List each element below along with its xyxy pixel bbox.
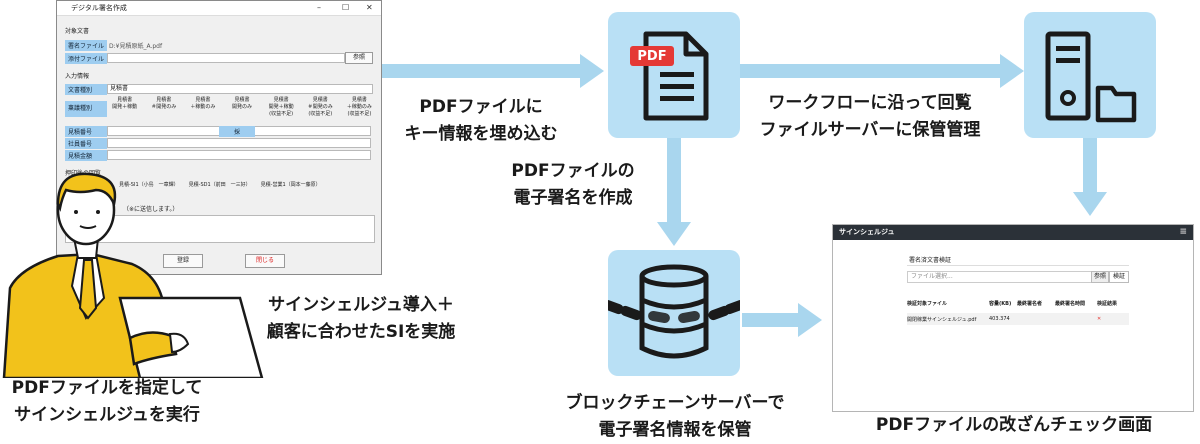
person-illustration: [2, 172, 264, 378]
approval-option[interactable]: 見積書開発のみ: [231, 97, 252, 110]
window-title: デジタル署名作成: [71, 4, 127, 12]
server-folder-icon: [1045, 31, 1137, 123]
arrow-head-pdf-to-blockchain: [657, 222, 691, 246]
approval-options: 見積書開発＋稼動 見積書＃開発のみ 見積書＋稼動のみ 見積書開発のみ 見積書開発…: [107, 96, 377, 122]
app-header-title: サインシェルジュ: [839, 228, 895, 236]
workflow-caption: ワークフローに沿って回覧 ファイルサーバーに保管管理: [759, 93, 981, 140]
approval-option[interactable]: 見積書＋稼動のみ(収益不足): [346, 97, 372, 117]
window-titlebar: デジタル署名作成: [57, 1, 381, 16]
tamper-caption: PDFファイルの改ざんチェック画面: [875, 415, 1153, 435]
result-error-icon: ✕: [1097, 316, 1102, 322]
tamper-check-app: サインシェルジュ ≡ 署名済文書検証 ファイル選択... 参照 検証 検証対象フ…: [832, 224, 1194, 412]
col-size: 容量(KB): [989, 301, 1012, 307]
col-signer: 最終署名者: [1017, 301, 1043, 307]
attach-file-input[interactable]: [107, 53, 345, 63]
label-attach-file: 添付ファイル: [65, 53, 107, 64]
maximize-button[interactable]: ☐: [342, 3, 350, 12]
section-divider: [907, 265, 1129, 266]
close-window-button[interactable]: ✕: [366, 3, 373, 12]
embed-caption: PDFファイルに キー情報を埋め込む: [404, 97, 558, 144]
sign-file-value: D:¥見積原紙_A.pdf: [109, 43, 163, 50]
label-employee-no: 社員番号: [65, 138, 107, 149]
arrow-pdf-to-blockchain: [667, 138, 681, 224]
pdf-document-icon: [630, 31, 709, 121]
col-result: 検証結果: [1097, 301, 1118, 307]
app-header: サインシェルジュ ≡: [833, 225, 1193, 240]
approval-option[interactable]: 見積書開発＋稼動(収益不足): [268, 97, 294, 117]
section-input: 入力情報: [65, 73, 90, 80]
employee-no-input[interactable]: [107, 138, 371, 148]
blockchain-caption: ブロックチェーンサーバーで 電子署名情報を保管: [565, 393, 785, 440]
approver-option[interactable]: 見積-SD1（前田 一三好）: [188, 182, 251, 188]
approver-option[interactable]: 見積-営業1（岡本一藤原）: [260, 182, 321, 188]
sign-caption: PDFファイルの 電子署名を作成: [511, 161, 635, 208]
minimize-button[interactable]: –: [317, 3, 321, 12]
pdf-badge: PDF: [637, 49, 667, 64]
doc-type-select[interactable]: 見積書: [107, 84, 373, 94]
section-note: （※に送信します。）: [123, 206, 179, 213]
arrow-head-blockchain-to-app: [798, 303, 822, 337]
app-browse-button[interactable]: 参照: [1091, 271, 1109, 283]
arrow-blockchain-to-app: [742, 313, 800, 327]
server-box: [1024, 12, 1156, 138]
approval-option[interactable]: 見積書＋稼動のみ: [190, 97, 216, 110]
blockchain-box: [602, 250, 746, 376]
label-sign-file: 署名ファイル: [65, 40, 107, 51]
file-select-input[interactable]: ファイル選択...: [907, 271, 1092, 283]
arrow-server-to-app: [1083, 138, 1097, 194]
si-caption: サインシェルジュ導入＋ 顧客に合わせたSIを実施: [266, 295, 456, 342]
col-time: 最終署名時間: [1055, 301, 1086, 307]
label-doc-type: 文書種別: [65, 84, 107, 95]
arrow-window-to-pdf: [382, 64, 582, 78]
menu-icon[interactable]: ≡: [1179, 227, 1187, 237]
approver-option[interactable]: 見積-SI1（小島 一章輝）: [119, 182, 179, 188]
approval-option[interactable]: 見積書＃開発のみ: [151, 97, 177, 110]
arrow-head-window-to-pdf: [580, 54, 604, 88]
label-amount: 見積金額: [65, 150, 107, 161]
arrow-head-pdf-to-server: [1000, 54, 1024, 88]
arrow-head-server-to-app: [1073, 192, 1107, 216]
pdf-box: PDF: [608, 12, 740, 138]
signature-window: デジタル署名作成 – ☐ ✕ 対象文書 署名ファイル D:¥見積原紙_A.pdf…: [56, 0, 382, 275]
blockchain-database-icon: [602, 264, 746, 359]
app-verify-button[interactable]: 検証: [1109, 271, 1129, 283]
row-file: 開閉稼業サインシェルジュ.pdf: [907, 316, 977, 323]
col-file: 検証対象ファイル: [907, 301, 948, 307]
approval-option[interactable]: 見積書開発＋稼動: [112, 97, 138, 110]
table-row[interactable]: 開閉稼業サインシェルジュ.pdf 403.374 ✕: [907, 313, 1129, 325]
estimate-no-button[interactable]: 採: [219, 126, 255, 137]
amount-input[interactable]: [107, 150, 371, 160]
arrow-pdf-to-server: [740, 64, 1002, 78]
approver-options: 見積-SI1（小島 一章輝） 見積-SD1（前田 一三好） 見積-営業1（岡本一…: [119, 181, 379, 188]
results-table-header: 検証対象ファイル 容量(KB) 最終署名者 最終署名時間 検証結果: [907, 295, 1129, 307]
verify-section-title: 署名済文書検証: [909, 257, 952, 264]
user-caption: PDFファイルを指定して サインシェルジュを実行: [11, 378, 203, 425]
register-button[interactable]: 登録: [163, 254, 203, 268]
label-approval-type: 稟議種別: [65, 101, 107, 117]
close-button[interactable]: 閉じる: [245, 254, 285, 268]
row-size: 403.374: [989, 316, 1010, 322]
label-estimate-no: 見積番号: [65, 126, 107, 137]
browse-button[interactable]: 参照: [345, 52, 373, 64]
approval-option[interactable]: 見積書＃開発のみ(収益不足): [307, 97, 333, 117]
section-target: 対象文書: [65, 28, 90, 35]
